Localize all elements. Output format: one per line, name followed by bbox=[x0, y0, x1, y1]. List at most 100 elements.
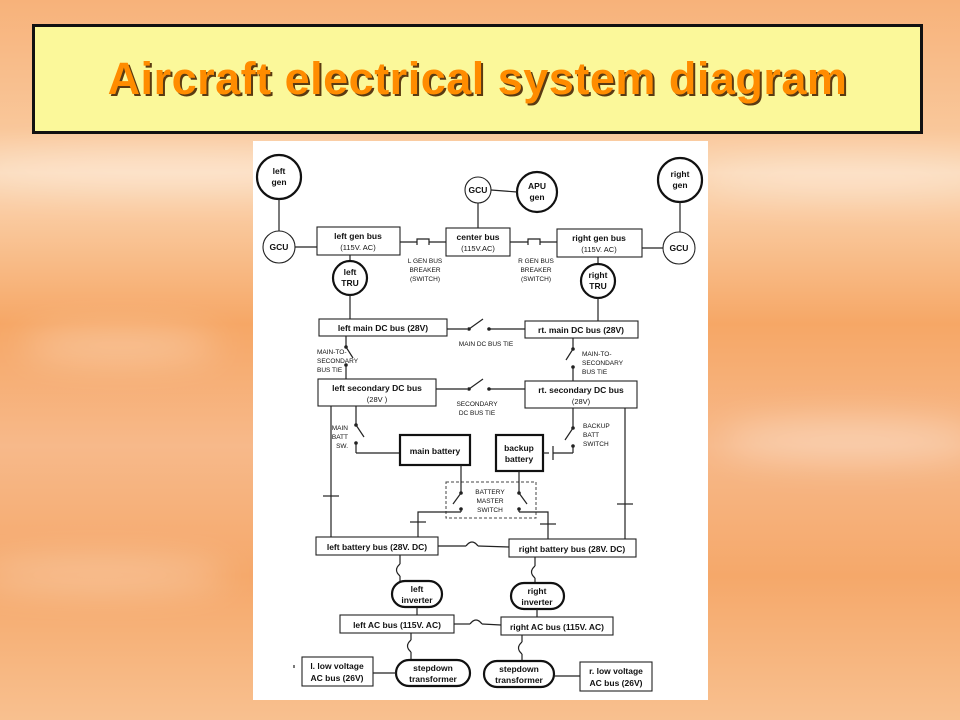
svg-text:gen: gen bbox=[672, 180, 687, 190]
svg-text:BUS TIE: BUS TIE bbox=[582, 369, 608, 376]
battery-bus-breaker bbox=[438, 541, 510, 548]
left-stepdown-breaker bbox=[406, 633, 412, 660]
svg-text:DC BUS TIE: DC BUS TIE bbox=[459, 410, 496, 417]
electrical-diagram: left gen right gen APU gen GCU GCU GCU l… bbox=[253, 141, 708, 700]
svg-text:(SWITCH): (SWITCH) bbox=[410, 276, 440, 283]
svg-text:main battery: main battery bbox=[410, 446, 461, 456]
svg-text:SW.: SW. bbox=[336, 443, 348, 450]
svg-text:rt. main DC bus (28V): rt. main DC bus (28V) bbox=[538, 325, 624, 335]
svg-text:right battery bus (28V. DC): right battery bus (28V. DC) bbox=[519, 544, 626, 554]
right-stepdown-breaker bbox=[517, 635, 523, 661]
svg-text:MASTER: MASTER bbox=[476, 498, 503, 505]
rt-main-dc-bus: rt. main DC bus (28V) bbox=[524, 320, 639, 339]
main-dc-bus-tie: MAIN DC BUS TIE bbox=[447, 318, 525, 348]
svg-text:transformer: transformer bbox=[409, 674, 457, 684]
backup-batt-switch: BACKUP BATT SWITCH bbox=[543, 408, 610, 460]
svg-text:left: left bbox=[273, 166, 286, 176]
svg-text:backup: backup bbox=[504, 443, 534, 453]
svg-text:l. low voltage: l. low voltage bbox=[310, 661, 364, 671]
svg-text:APU: APU bbox=[528, 181, 546, 191]
svg-text:inverter: inverter bbox=[401, 595, 433, 605]
svg-text:left gen bus: left gen bus bbox=[334, 231, 382, 241]
svg-text:R GEN BUS: R GEN BUS bbox=[518, 258, 554, 265]
svg-text:(115V. AC): (115V. AC) bbox=[340, 243, 376, 252]
svg-text:SWITCH: SWITCH bbox=[477, 507, 503, 514]
svg-text:BATT: BATT bbox=[583, 432, 599, 439]
svg-text:left battery bus (28V. DC): left battery bus (28V. DC) bbox=[327, 542, 427, 552]
right-inverter-breaker bbox=[530, 557, 536, 583]
svg-text:SECONDARY: SECONDARY bbox=[456, 401, 498, 408]
r-gen-bus-breaker: R GEN BUS BREAKER (SWITCH) bbox=[510, 238, 557, 283]
title-banner: Aircraft electrical system diagram bbox=[32, 24, 923, 134]
svg-text:SECONDARY: SECONDARY bbox=[317, 358, 359, 365]
ac-bus-breaker bbox=[454, 619, 502, 626]
svg-text:inverter: inverter bbox=[521, 597, 553, 607]
svg-text:(SWITCH): (SWITCH) bbox=[521, 276, 551, 283]
svg-text:left: left bbox=[411, 584, 424, 594]
svg-text:right gen bus: right gen bus bbox=[572, 233, 626, 243]
svg-text:AC bus (26V): AC bus (26V) bbox=[311, 673, 364, 683]
main-batt-switch: MAIN BATT SW. bbox=[332, 406, 400, 454]
left-inverter: left inverter bbox=[390, 579, 444, 609]
left-inverter-breaker bbox=[395, 555, 401, 581]
rt-secondary-dc-bus: rt. secondary DC bus (28V) bbox=[524, 380, 638, 409]
svg-text:SECONDARY: SECONDARY bbox=[582, 360, 624, 367]
svg-text:MAIN-TO-: MAIN-TO- bbox=[317, 349, 347, 356]
svg-text:SWITCH: SWITCH bbox=[583, 441, 609, 448]
svg-text:BACKUP: BACKUP bbox=[583, 423, 610, 430]
svg-text:BATT: BATT bbox=[332, 434, 348, 441]
svg-text:left AC bus (115V. AC): left AC bus (115V. AC) bbox=[353, 620, 441, 630]
svg-text:r. low voltage: r. low voltage bbox=[589, 666, 643, 676]
svg-text:gen: gen bbox=[529, 192, 544, 202]
svg-text:TRU: TRU bbox=[341, 278, 358, 288]
svg-text:transformer: transformer bbox=[495, 675, 543, 685]
gcu-center: GCU bbox=[464, 176, 492, 204]
svg-text:left main DC bus (28V): left main DC bus (28V) bbox=[338, 323, 428, 333]
l-low-voltage-ac-bus: l. low voltage AC bus (26V) bbox=[301, 656, 374, 687]
svg-text:MAIN DC BUS TIE: MAIN DC BUS TIE bbox=[459, 341, 514, 348]
apu-gen-circle: APU gen bbox=[515, 170, 559, 214]
main-to-secondary-tie-right: MAIN-TO- SECONDARY BUS TIE bbox=[565, 338, 624, 381]
svg-text:L GEN BUS: L GEN BUS bbox=[408, 258, 443, 265]
svg-text:MAIN: MAIN bbox=[332, 425, 349, 432]
svg-text:right AC bus (115V. AC): right AC bus (115V. AC) bbox=[510, 622, 604, 632]
right-battery-bus: right battery bus (28V. DC) bbox=[508, 538, 637, 558]
svg-text:left secondary DC bus: left secondary DC bus bbox=[332, 383, 422, 393]
center-bus: center bus (115V.AC) bbox=[445, 227, 511, 257]
svg-text:(28V): (28V) bbox=[572, 397, 591, 406]
svg-text:GCU: GCU bbox=[469, 185, 488, 195]
slide-title: Aircraft electrical system diagram bbox=[107, 53, 848, 104]
svg-text:GCU: GCU bbox=[670, 243, 689, 253]
svg-text:MAIN-TO-: MAIN-TO- bbox=[582, 351, 612, 358]
svg-text:TRU: TRU bbox=[589, 281, 606, 291]
l-gen-bus-breaker: L GEN BUS BREAKER (SWITCH) bbox=[400, 238, 446, 283]
left-secondary-dc-bus: left secondary DC bus (28V ) bbox=[317, 378, 437, 407]
svg-text:(115V. AC): (115V. AC) bbox=[581, 245, 617, 254]
right-ac-bus: right AC bus (115V. AC) bbox=[500, 616, 614, 636]
svg-text:battery: battery bbox=[505, 454, 534, 464]
left-stepdown-transformer: stepdown transformer bbox=[394, 658, 472, 688]
left-ac-bus: left AC bus (115V. AC) bbox=[339, 614, 455, 634]
left-gen-circle: left gen bbox=[255, 153, 303, 201]
svg-text:BREAKER: BREAKER bbox=[409, 267, 440, 274]
left-tru: left TRU bbox=[331, 259, 369, 297]
svg-text:BREAKER: BREAKER bbox=[520, 267, 551, 274]
left-gen-bus: left gen bus (115V. AC) bbox=[316, 226, 401, 256]
gcu-left: GCU bbox=[262, 230, 296, 264]
svg-text:BATTERY: BATTERY bbox=[475, 489, 505, 496]
gcu-right: GCU bbox=[662, 231, 696, 265]
right-stepdown-transformer: stepdown transformer bbox=[482, 659, 556, 689]
svg-text:stepdown: stepdown bbox=[499, 664, 539, 674]
svg-text:BUS TIE: BUS TIE bbox=[317, 367, 343, 374]
right-gen-bus: right gen bus (115V. AC) bbox=[556, 228, 643, 258]
svg-text:left: left bbox=[344, 267, 357, 277]
main-to-secondary-tie-left: MAIN-TO- SECONDARY BUS TIE bbox=[317, 336, 359, 379]
main-battery: main battery bbox=[398, 433, 472, 467]
svg-text:GCU: GCU bbox=[270, 242, 289, 252]
left-battery-bus: left battery bus (28V. DC) bbox=[315, 536, 439, 556]
svg-text:rt. secondary DC bus: rt. secondary DC bus bbox=[538, 385, 624, 395]
svg-text:AC bus (26V): AC bus (26V) bbox=[590, 678, 643, 688]
svg-text:right: right bbox=[589, 270, 608, 280]
svg-text:stepdown: stepdown bbox=[413, 663, 453, 673]
right-inverter: right inverter bbox=[509, 581, 566, 611]
